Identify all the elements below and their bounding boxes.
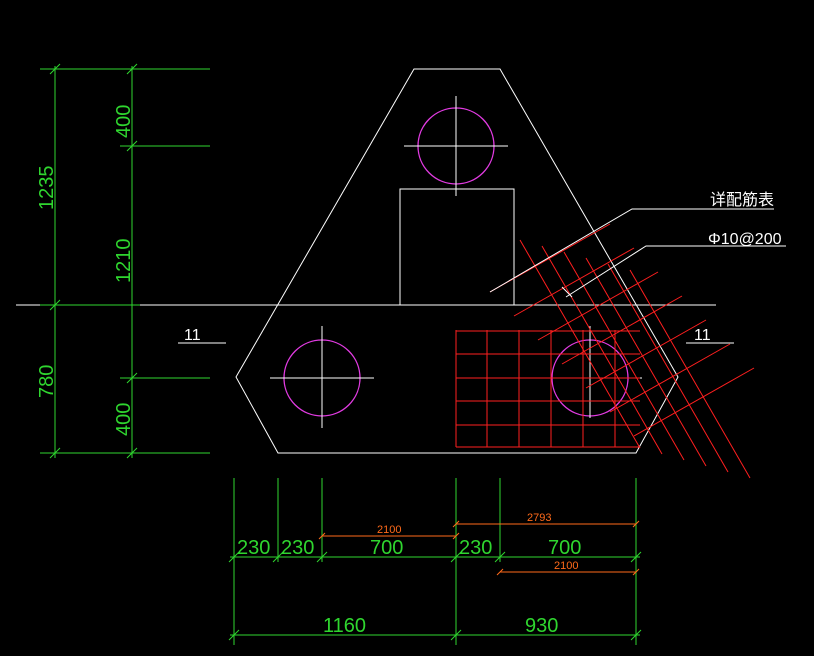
leader-rebar-table bbox=[489, 208, 774, 293]
rebar-grid-diagonal bbox=[489, 223, 755, 479]
rebar-bar bbox=[609, 343, 731, 413]
rebar-spec-label: Φ10@200 bbox=[708, 231, 782, 248]
rebar-bar bbox=[563, 251, 685, 461]
column-outline bbox=[399, 188, 515, 305]
dim-2793: 2793 bbox=[527, 512, 551, 524]
dim-700-b: 700 bbox=[548, 537, 581, 559]
rebar-bar bbox=[519, 239, 641, 449]
rebar-bar bbox=[513, 247, 635, 317]
dim-2100-b: 2100 bbox=[554, 560, 578, 572]
dim-700-a: 700 bbox=[370, 537, 403, 559]
rebar-bar bbox=[585, 257, 707, 467]
section-mark-right: 11 bbox=[694, 327, 711, 344]
dim-400-top: 400 bbox=[113, 105, 135, 138]
rebar-bar bbox=[629, 269, 751, 479]
rebar-bar bbox=[633, 367, 755, 437]
dim-2100-a: 2100 bbox=[377, 524, 401, 536]
rebar-bar bbox=[541, 245, 663, 455]
rebar-bar bbox=[607, 263, 729, 473]
leader-rebar-spec bbox=[565, 245, 786, 298]
dim-230-c: 230 bbox=[459, 537, 492, 559]
dim-1160: 1160 bbox=[323, 615, 366, 637]
leader-tick bbox=[561, 286, 573, 298]
dim-400-bottom: 400 bbox=[113, 403, 135, 436]
dim-230-a: 230 bbox=[237, 537, 270, 559]
vertical-dimensions bbox=[40, 63, 210, 459]
dim-1235: 1235 bbox=[36, 166, 58, 211]
rebar-bar bbox=[585, 319, 707, 389]
rebar-bar bbox=[537, 271, 659, 341]
pile-left bbox=[270, 326, 374, 428]
sub-dimensions bbox=[318, 520, 640, 576]
dim-780: 780 bbox=[36, 365, 58, 398]
rebar-bar bbox=[561, 295, 683, 365]
rebar-table-label: 详配筋表 bbox=[710, 191, 774, 209]
section-mark-left: 11 bbox=[184, 327, 201, 344]
dim-1210: 1210 bbox=[113, 239, 135, 284]
dim-230-b: 230 bbox=[281, 537, 314, 559]
pile-cap-outline bbox=[235, 68, 679, 454]
pile-top bbox=[404, 96, 508, 196]
pile-right bbox=[538, 326, 642, 418]
dim-930: 930 bbox=[525, 615, 558, 637]
horizontal-dimensions bbox=[228, 478, 642, 645]
